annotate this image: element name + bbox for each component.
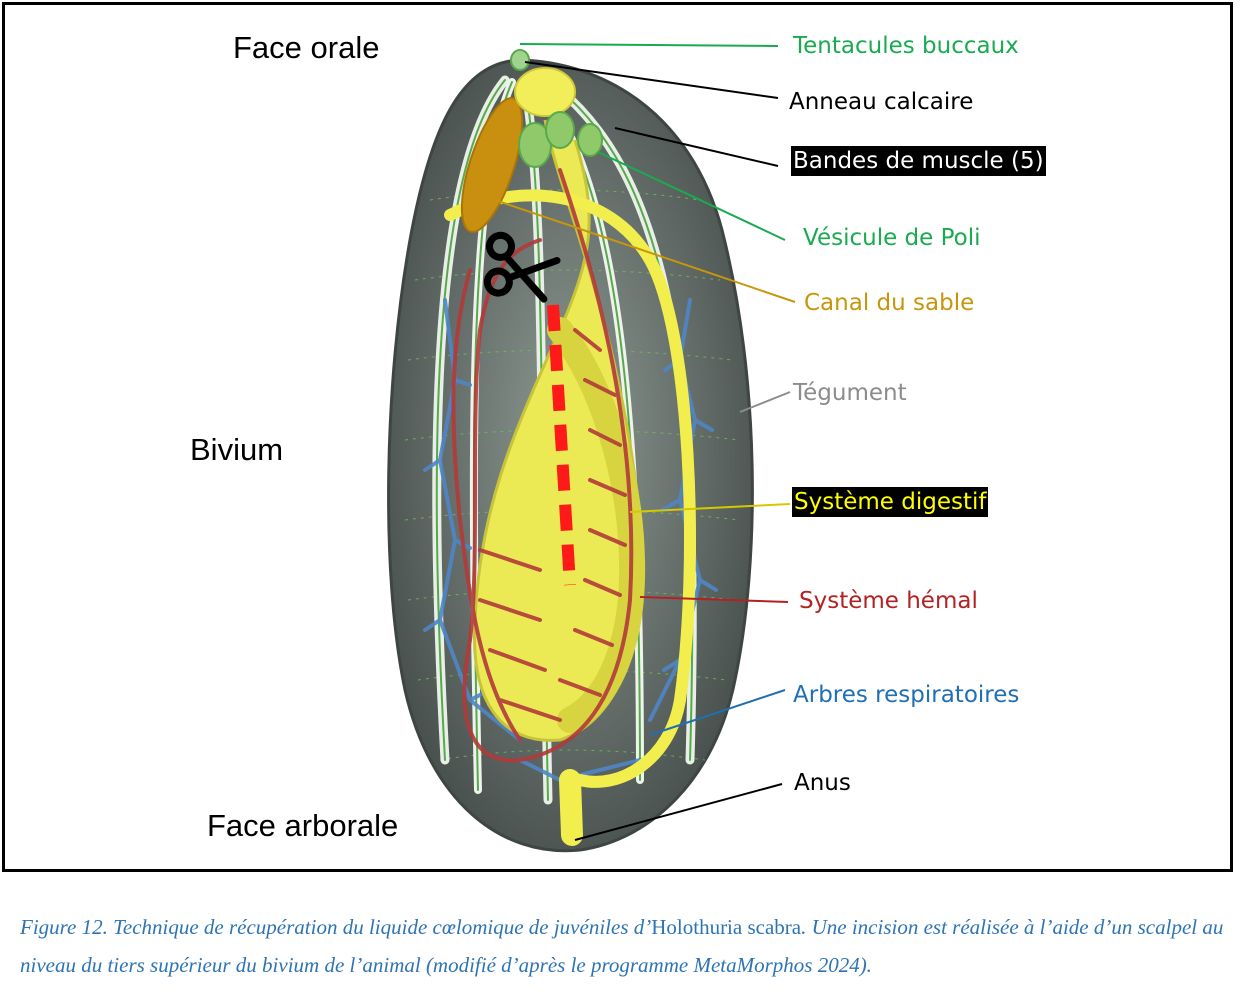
figure-caption: Figure 12. Technique de récupération du … [20, 908, 1235, 984]
caption-part-1: Figure 12. Technique de récupération du … [20, 915, 651, 939]
label-tegument: Tégument [793, 378, 907, 408]
label-face-arborale: Face arborale [207, 808, 398, 844]
leader-tentacules [520, 44, 778, 46]
calcareous-ring [511, 50, 575, 116]
label-vesicule-de-poli: Vésicule de Poli [803, 223, 981, 253]
label-face-orale: Face orale [233, 30, 379, 66]
label-systeme-digestif: Système digestif [792, 487, 988, 517]
label-tentacules-buccaux: Tentacules buccaux [793, 31, 1019, 61]
label-anus: Anus [794, 768, 851, 798]
label-bivium: Bivium [190, 432, 283, 468]
label-bandes-de-muscle: Bandes de muscle (5) [791, 146, 1046, 176]
label-anneau-calcaire: Anneau calcaire [789, 87, 973, 117]
label-systeme-hemal: Système hémal [799, 586, 978, 616]
holothurian-anatomy-diagram [0, 0, 1241, 880]
label-canal-du-sable: Canal du sable [804, 288, 974, 318]
label-arbres-respiratoires: Arbres respiratoires [793, 680, 1019, 710]
caption-species: Holothuria scabra [651, 915, 801, 939]
